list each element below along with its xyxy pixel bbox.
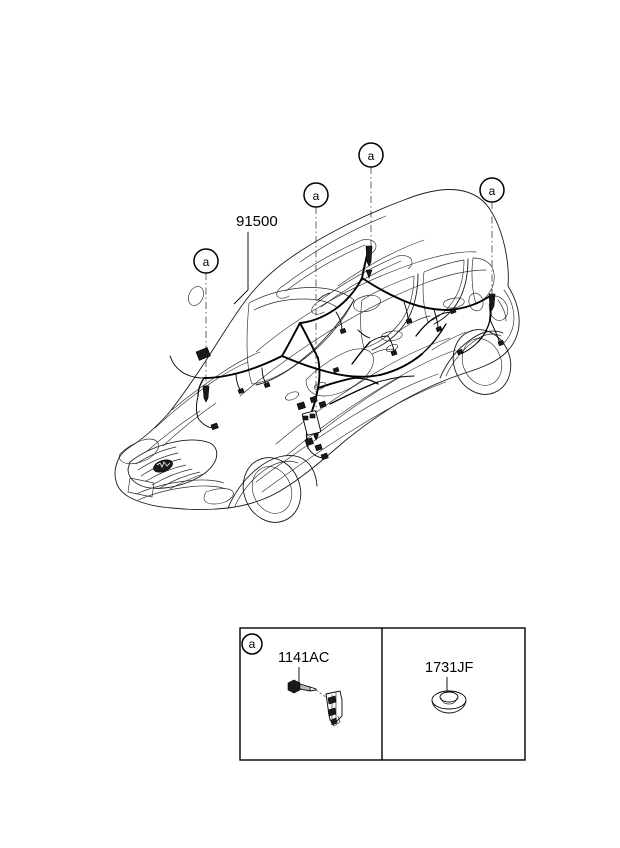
callout-leader-lines (205, 167, 493, 436)
marker-circle-icon[interactable] (303, 182, 329, 208)
marker-label: a (203, 255, 210, 269)
part-label-91500-group: 91500 (233, 213, 278, 305)
kia-emblem (153, 459, 173, 473)
part-label-91500: 91500 (236, 213, 278, 230)
vehicle-body-outline (114, 189, 520, 523)
callout-marker-a-3[interactable]: a (358, 142, 384, 168)
rubber-grommet-icon (431, 690, 467, 714)
legend-part-number-1731jf: 1731JF (425, 660, 474, 676)
marker-label: a (368, 149, 375, 163)
callout-marker-a-1[interactable]: a (193, 248, 219, 274)
callout-marker-a-4[interactable]: a (479, 177, 505, 203)
marker-circle-icon[interactable] (241, 633, 263, 655)
wiring-harness-main (169, 247, 501, 459)
legend-marker-a[interactable]: a (241, 633, 263, 655)
marker-label: a (249, 637, 256, 651)
detail-parts-legend: a 1141AC (239, 627, 526, 761)
marker-label: a (489, 184, 496, 198)
harness-connectors (188, 245, 505, 461)
marker-circle-icon[interactable] (358, 142, 384, 168)
legend-cell-a: a 1141AC (241, 633, 343, 727)
legend-part-number-1141ac: 1141AC (278, 650, 329, 666)
legend-cell-grommet: 1731JF (425, 660, 474, 714)
marker-circle-icon[interactable] (479, 177, 505, 203)
marker-label: a (313, 189, 320, 203)
callout-marker-a-2[interactable]: a (303, 182, 329, 208)
marker-circle-icon[interactable] (193, 248, 219, 274)
bolt-and-clip-bracket-icon (287, 679, 343, 727)
